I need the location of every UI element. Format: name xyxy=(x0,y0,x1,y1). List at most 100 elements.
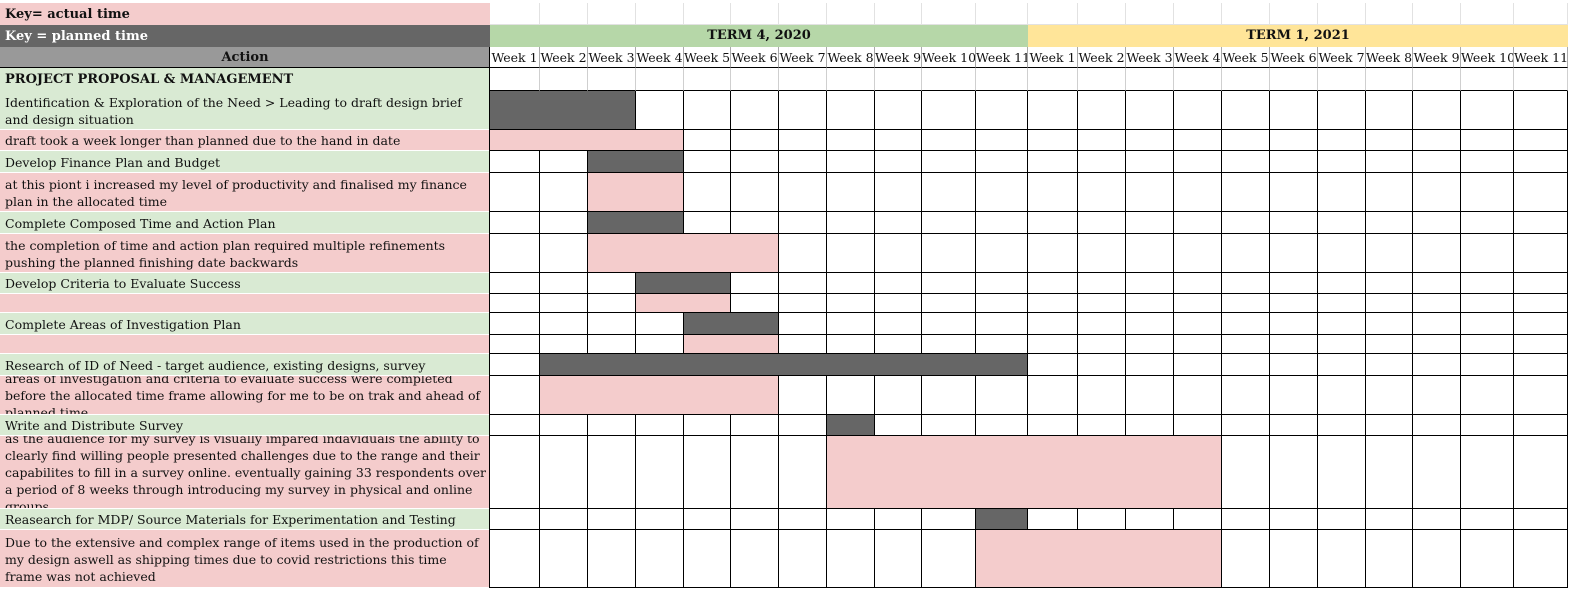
empty-cell xyxy=(490,151,540,173)
empty-cell xyxy=(875,376,922,415)
empty-cell xyxy=(779,335,827,354)
empty-cell xyxy=(1126,212,1174,234)
empty-cell xyxy=(490,530,540,588)
empty-cell xyxy=(827,130,875,151)
empty-cell xyxy=(1174,273,1222,294)
empty-cell xyxy=(1174,234,1222,273)
empty-cell xyxy=(875,212,922,234)
empty-cell xyxy=(588,313,636,335)
actual-time-cell xyxy=(1174,530,1222,588)
empty-cell xyxy=(1318,212,1366,234)
empty-cell xyxy=(875,130,922,151)
empty-cell xyxy=(976,91,1028,130)
empty-cell xyxy=(1413,436,1461,509)
planned-time-cell xyxy=(636,151,684,173)
action-column-header: Action xyxy=(0,47,490,68)
empty-cell xyxy=(636,68,684,91)
actual-note-label xyxy=(0,335,490,354)
empty-cell xyxy=(588,509,636,530)
empty-cell xyxy=(684,68,731,91)
actual-time-cell xyxy=(684,294,731,313)
empty-cell xyxy=(1366,151,1413,173)
row-text: Complete Areas of Investigation Plan xyxy=(5,316,241,332)
empty-cell xyxy=(1028,151,1078,173)
empty-cell xyxy=(1174,335,1222,354)
empty-cell xyxy=(1461,354,1514,376)
empty-cell xyxy=(922,335,976,354)
empty-cell xyxy=(1078,68,1126,91)
empty-cell xyxy=(827,376,875,415)
empty-cell xyxy=(588,415,636,436)
term-header-term4: TERM 4, 2020 xyxy=(490,25,1028,47)
planned-time-cell xyxy=(636,354,684,376)
empty-cell xyxy=(1366,212,1413,234)
planned-time-cell xyxy=(731,313,779,335)
empty-cell xyxy=(1126,173,1174,212)
planned-time-cell xyxy=(588,151,636,173)
empty-cell xyxy=(976,313,1028,335)
week-header: Week 9 xyxy=(875,47,922,68)
empty-cell xyxy=(1028,354,1078,376)
actual-time-cell xyxy=(1174,436,1222,509)
empty-cell xyxy=(1078,3,1126,25)
empty-cell xyxy=(490,376,540,415)
row-text: Develop Finance Plan and Budget xyxy=(5,154,220,170)
empty-cell xyxy=(588,530,636,588)
empty-cell xyxy=(1126,151,1174,173)
empty-cell xyxy=(684,151,731,173)
row-text: Complete Composed Time and Action Plan xyxy=(5,215,276,231)
empty-cell xyxy=(1366,273,1413,294)
empty-cell xyxy=(684,415,731,436)
empty-cell xyxy=(827,313,875,335)
empty-cell xyxy=(1222,234,1270,273)
empty-cell xyxy=(875,151,922,173)
empty-cell xyxy=(779,415,827,436)
empty-cell xyxy=(1174,3,1222,25)
key-planned-label: Key = planned time xyxy=(0,25,490,47)
empty-cell xyxy=(1514,436,1568,509)
empty-cell xyxy=(922,273,976,294)
actual-time-cell xyxy=(540,376,588,415)
empty-cell xyxy=(1366,354,1413,376)
empty-cell xyxy=(1461,91,1514,130)
empty-cell xyxy=(779,151,827,173)
empty-cell xyxy=(1028,173,1078,212)
empty-cell xyxy=(1413,313,1461,335)
empty-cell xyxy=(1318,294,1366,313)
empty-cell xyxy=(1514,354,1568,376)
empty-cell xyxy=(1461,294,1514,313)
task-label: Develop Criteria to Evaluate Success xyxy=(0,273,490,294)
empty-cell xyxy=(1126,415,1174,436)
empty-cell xyxy=(490,212,540,234)
key-actual-label: Key= actual time xyxy=(0,3,490,25)
empty-cell xyxy=(731,212,779,234)
actual-time-cell xyxy=(976,436,1028,509)
actual-time-cell xyxy=(684,234,731,273)
actual-time-cell xyxy=(684,376,731,415)
empty-cell xyxy=(779,294,827,313)
empty-cell xyxy=(1366,91,1413,130)
empty-cell xyxy=(1028,273,1078,294)
actual-time-cell xyxy=(731,234,779,273)
empty-cell xyxy=(1461,436,1514,509)
empty-cell xyxy=(1318,436,1366,509)
empty-cell xyxy=(1366,234,1413,273)
actual-time-cell xyxy=(922,436,976,509)
empty-cell xyxy=(976,234,1028,273)
empty-cell xyxy=(731,415,779,436)
empty-cell xyxy=(1126,273,1174,294)
actual-note-label xyxy=(0,294,490,313)
empty-cell xyxy=(1078,509,1126,530)
planned-time-cell xyxy=(779,354,827,376)
week-header: Week 7 xyxy=(1318,47,1366,68)
empty-cell xyxy=(540,415,588,436)
empty-cell xyxy=(1126,294,1174,313)
term-header-term1: TERM 1, 2021 xyxy=(1028,25,1568,47)
actual-time-cell xyxy=(540,130,588,151)
empty-cell xyxy=(1126,376,1174,415)
week-header: Week 3 xyxy=(588,47,636,68)
empty-cell xyxy=(540,212,588,234)
empty-cell xyxy=(1078,376,1126,415)
week-header: Week 10 xyxy=(922,47,976,68)
empty-cell xyxy=(1366,173,1413,212)
